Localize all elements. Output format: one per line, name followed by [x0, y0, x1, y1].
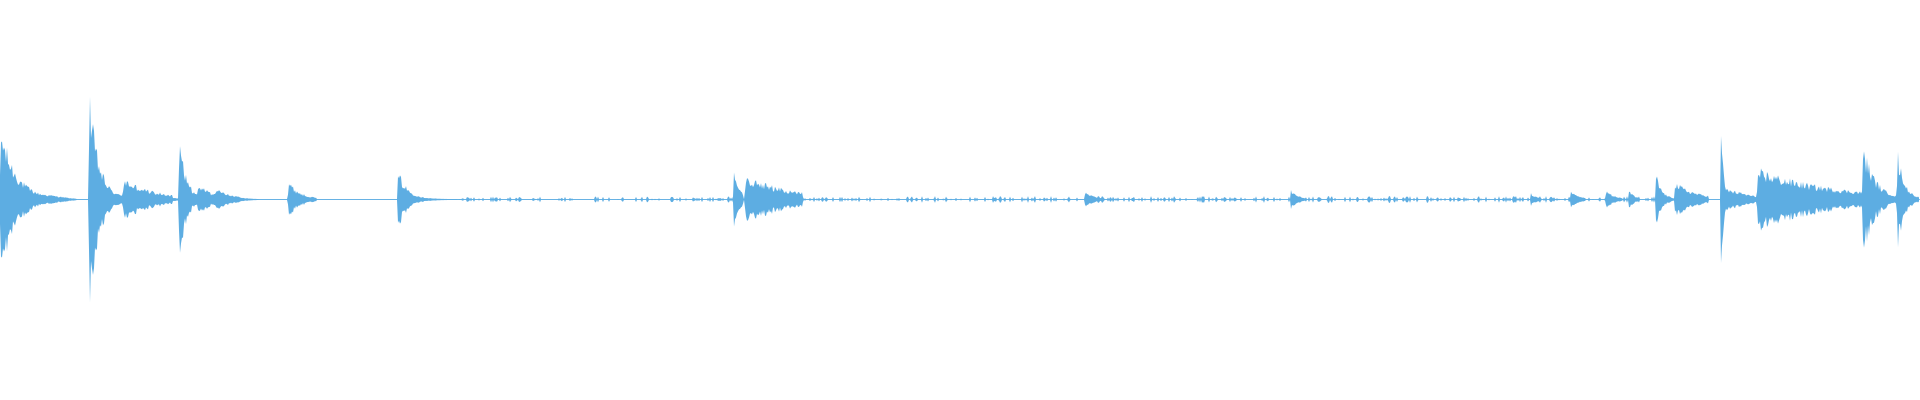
waveform-path — [0, 96, 1919, 303]
